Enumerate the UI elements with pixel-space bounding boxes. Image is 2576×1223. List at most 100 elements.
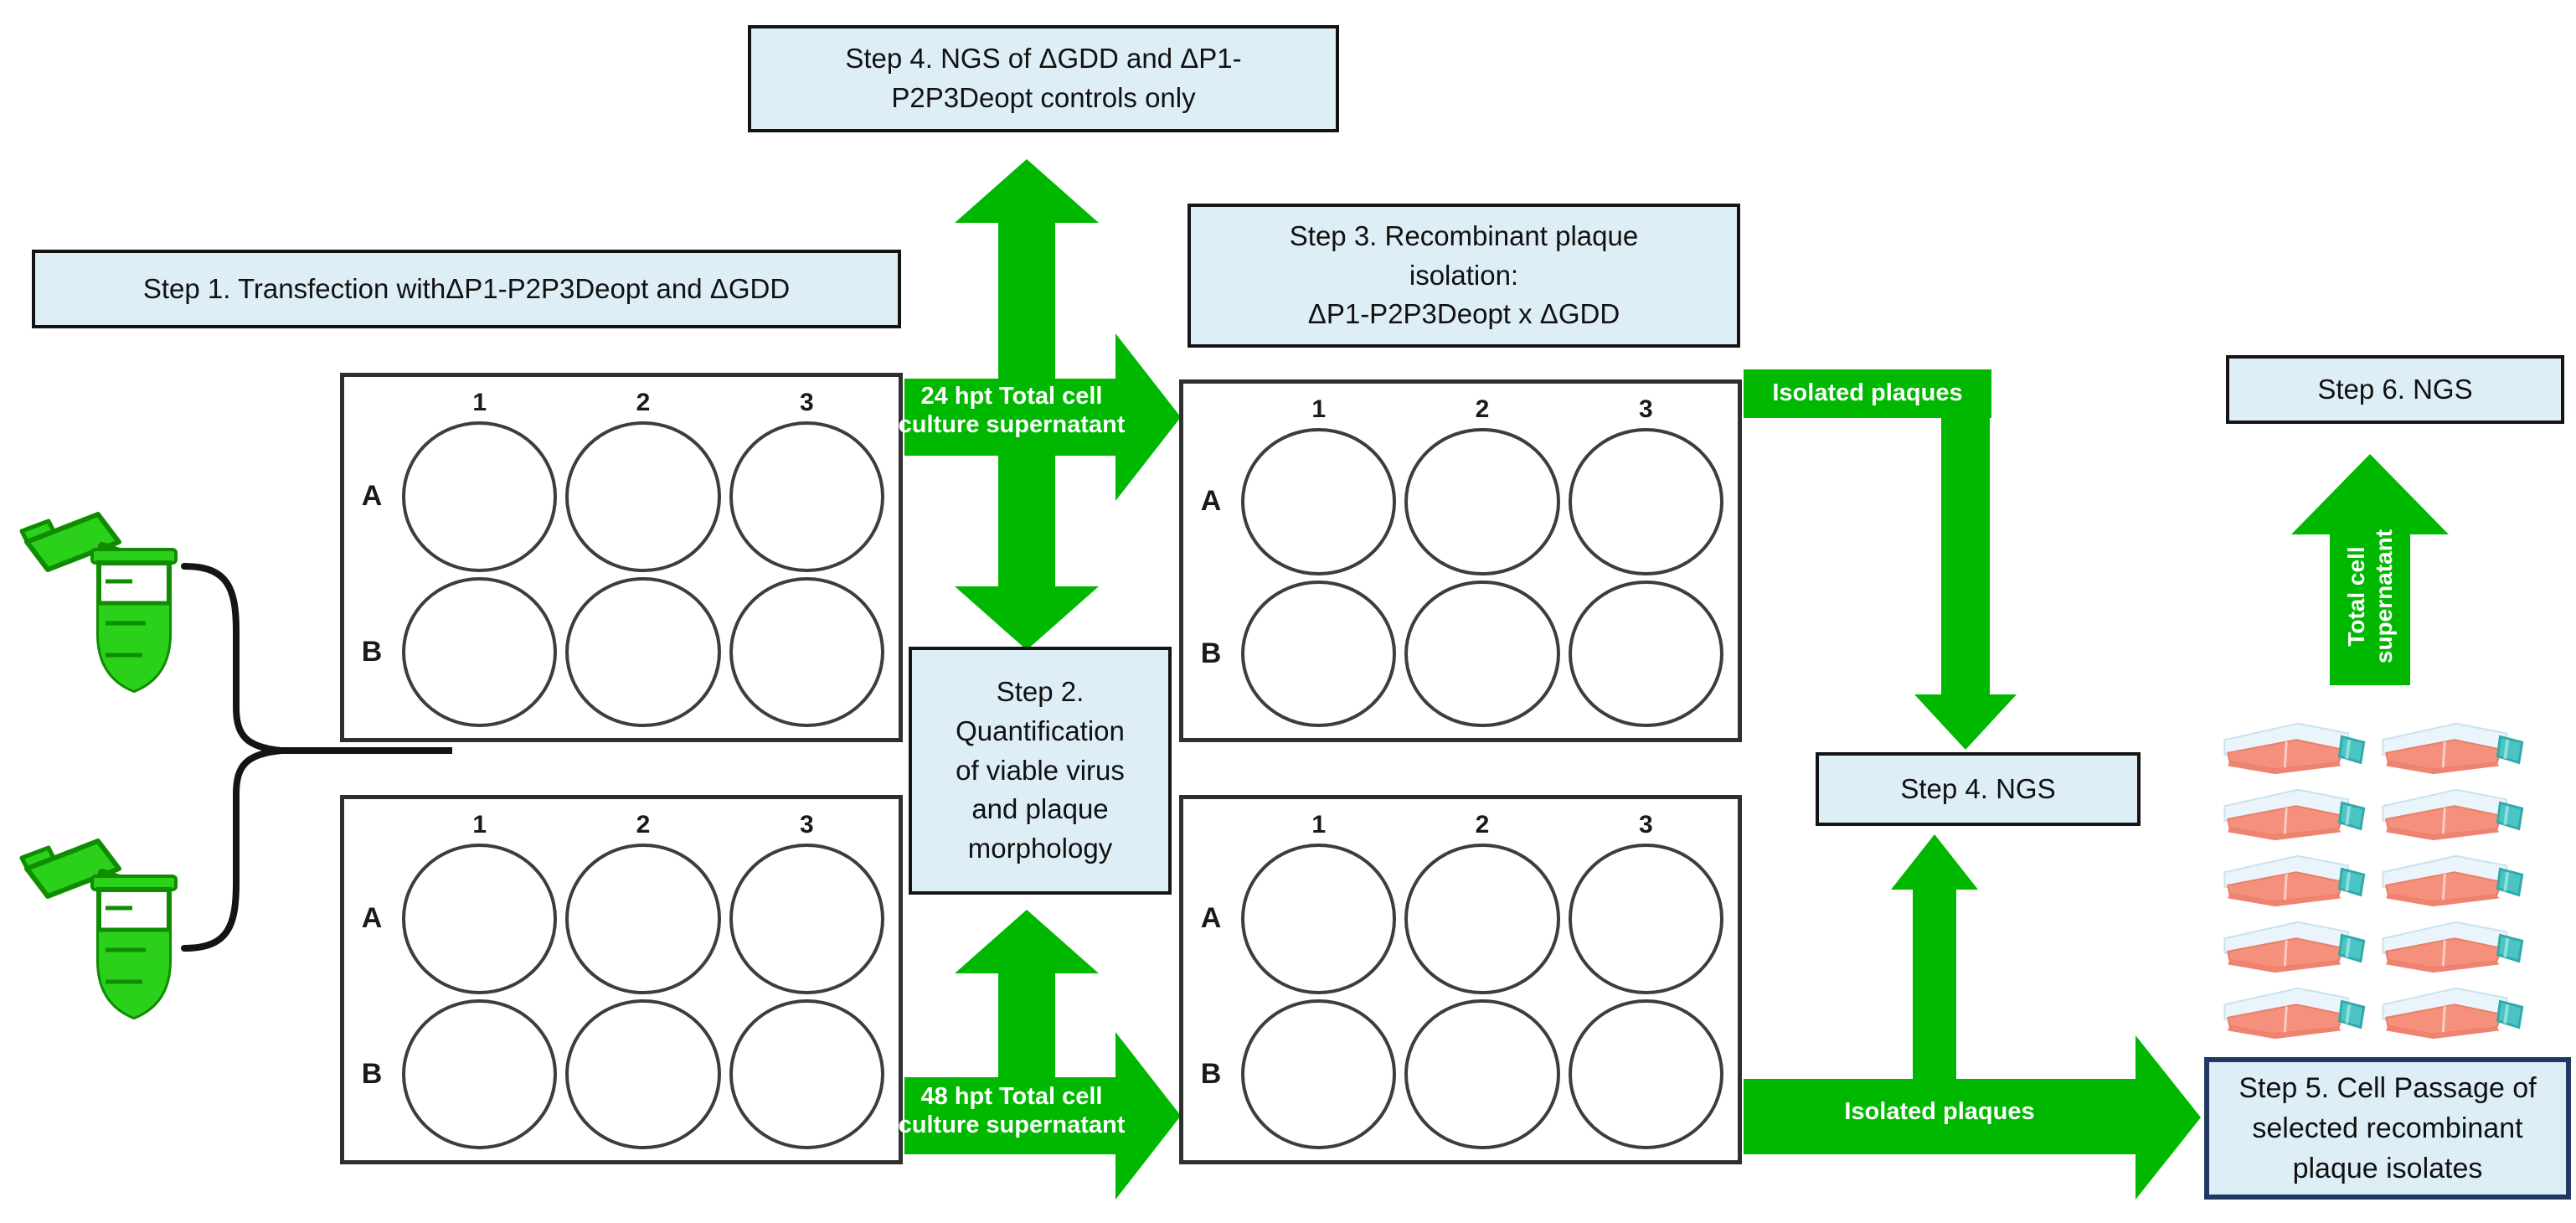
well-B1 — [1241, 999, 1397, 1149]
cell-culture-flask-icon — [2218, 915, 2371, 978]
arrow-isolated-bottom-label: Isolated plaques — [1844, 1098, 2035, 1125]
well-B2 — [565, 576, 721, 727]
plate-column-label: 1 — [1311, 811, 1326, 839]
plate-row-label: B — [361, 635, 383, 668]
well-A1 — [1241, 428, 1397, 575]
well-B3 — [729, 576, 884, 727]
step1-box: Step 1. Transfection withΔP1-P2P3Deopt a… — [32, 250, 901, 328]
well-B2 — [1404, 999, 1560, 1149]
cell-culture-flask-icon — [2218, 848, 2371, 911]
plate-column-label: 1 — [1311, 395, 1326, 423]
step3-label: Step 3. Recombinant plaque isolation: ΔP… — [1289, 219, 1639, 330]
step5-box: Step 5. Cell Passage of selected recombi… — [2204, 1057, 2571, 1200]
arrow-isolated-bottom-vbranch — [1913, 890, 1956, 1079]
cell-culture-flask-icon — [2376, 848, 2529, 911]
plate-column-label: 2 — [1475, 395, 1490, 423]
step1-label: Step 1. Transfection withΔP1-P2P3Deopt a… — [142, 272, 791, 304]
arrow-isolated-bottom-hband — [1744, 1079, 2136, 1154]
plate-corner — [346, 801, 398, 841]
plate-column-label: 3 — [1638, 811, 1653, 839]
arrow-48hpt-shaft — [904, 1077, 1115, 1154]
well-A1 — [1241, 844, 1397, 994]
well-A2 — [565, 844, 721, 994]
plate-column-label: 3 — [799, 389, 814, 416]
arrow-24hpt-label: 24 hpt Total cell culture supernatant — [898, 383, 1126, 439]
well-A3 — [729, 421, 884, 572]
arrowhead-right-icon — [1115, 333, 1181, 501]
arrowhead-right-icon — [1115, 1032, 1181, 1200]
plate-row-label: A — [1200, 485, 1222, 518]
cell-culture-flask-icon — [2376, 915, 2529, 978]
cell-culture-flask-icon — [2218, 981, 2371, 1044]
arrowhead-right-icon — [2136, 1035, 2201, 1200]
step2-label: Step 2. Quantification of viable virus a… — [956, 675, 1125, 864]
plate-column-label: 2 — [1475, 811, 1490, 839]
well-B3 — [1568, 580, 1723, 727]
arrow-up-to-step2-shaft — [998, 972, 1055, 1081]
plate-row-label: A — [361, 480, 383, 513]
well-A3 — [1568, 428, 1723, 575]
step3-box: Step 3. Recombinant plaque isolation: ΔP… — [1188, 204, 1740, 348]
well-A1 — [402, 844, 558, 994]
plate-column-label: 2 — [636, 389, 651, 416]
microcentrifuge-tube-icon — [19, 839, 178, 1020]
arrowhead-up-icon — [2291, 454, 2449, 534]
microcentrifuge-tube-icon — [19, 512, 178, 694]
plate-row-label: A — [361, 902, 383, 935]
arrow-isolated-top-label: Isolated plaques — [1772, 379, 1963, 406]
cell-culture-flask-icon — [2376, 981, 2529, 1044]
plate-row-label: A — [1200, 902, 1222, 935]
plate-column-label: 1 — [472, 389, 487, 416]
step4-controls-label: Step 4. NGS of ΔGDD and ΔP1- P2P3Deopt c… — [845, 43, 1242, 113]
well-B2 — [565, 999, 721, 1149]
step4-ngs-label: Step 4. NGS — [1900, 772, 2056, 804]
arrowhead-up-icon — [955, 910, 1099, 973]
plate-corner — [346, 379, 398, 419]
step6-box: Step 6. NGS — [2226, 355, 2564, 424]
step4-ngs-box: Step 4. NGS — [1816, 752, 2141, 826]
well-B1 — [1241, 580, 1397, 727]
plate-column-label: 2 — [636, 811, 651, 839]
arrow-total-supernatant-label: Total cell supernatant — [2342, 529, 2397, 664]
step4-controls-box: Step 4. NGS of ΔGDD and ΔP1- P2P3Deopt c… — [748, 25, 1339, 132]
flask-grid — [2218, 715, 2529, 1044]
arrow-48hpt-label: 48 hpt Total cell culture supernatant — [898, 1083, 1126, 1139]
well-A2 — [1404, 844, 1560, 994]
arrowhead-down-icon — [955, 586, 1099, 650]
well-A2 — [1404, 428, 1560, 575]
well-A3 — [1568, 844, 1723, 994]
cell-culture-flask-icon — [2218, 715, 2371, 778]
well-A2 — [565, 421, 721, 572]
cell-culture-flask-icon — [2376, 715, 2529, 778]
arrowhead-up-icon — [955, 159, 1099, 223]
arrowhead-down-icon — [1914, 694, 2017, 750]
well-B1 — [402, 576, 558, 727]
plate-column-label: 3 — [1638, 395, 1653, 423]
arrow-isolated-top-vband — [1941, 369, 1990, 696]
well-B2 — [1404, 580, 1560, 727]
step5-label: Step 5. Cell Passage of selected recombi… — [2239, 1071, 2537, 1185]
plate-row-label: B — [1200, 637, 1222, 669]
arrow-24hpt-shaft — [904, 379, 1115, 456]
plate-row-label: B — [361, 1057, 383, 1090]
well-A3 — [729, 844, 884, 994]
arrow-total-supernatant-shaft — [2330, 533, 2410, 685]
step6-label: Step 6. NGS — [2317, 373, 2473, 405]
plate-column-label: 1 — [472, 811, 487, 839]
plate-corner — [1185, 385, 1237, 426]
well-A1 — [402, 421, 558, 572]
plate-row-label: B — [1200, 1057, 1222, 1090]
cell-culture-flask-icon — [2218, 782, 2371, 844]
well-B1 — [402, 999, 558, 1149]
well-B3 — [729, 999, 884, 1149]
step2-box: Step 2. Quantification of viable virus a… — [909, 647, 1172, 895]
cell-culture-flask-icon — [2376, 782, 2529, 844]
well-B3 — [1568, 999, 1723, 1149]
plate-corner — [1185, 801, 1237, 841]
arrowhead-up-icon — [1891, 834, 1978, 890]
